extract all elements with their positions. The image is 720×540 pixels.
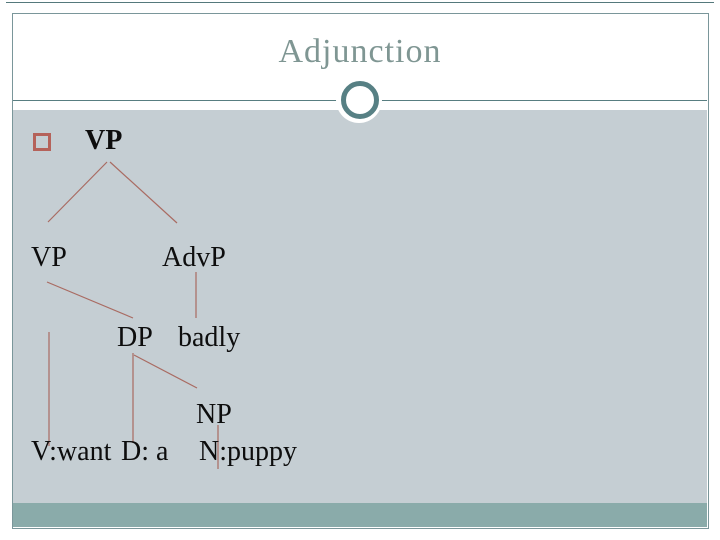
tree-node-vp-root: VP — [85, 125, 123, 156]
slide-content-background — [13, 110, 707, 503]
footer-band — [13, 503, 707, 527]
tree-node-np: NP — [196, 399, 232, 430]
slide-title: Adjunction — [278, 33, 442, 70]
circle-ornament-icon — [341, 81, 379, 119]
tree-node-badly: badly — [178, 322, 241, 353]
tree-node-dp: DP — [117, 322, 153, 353]
tree-node-d-a: D: a — [121, 436, 169, 467]
tree-node-n-puppy: N:puppy — [199, 436, 297, 467]
tree-node-advp: AdvP — [162, 242, 226, 273]
bullet-square-icon — [33, 133, 51, 151]
tree-node-v-want: V:want — [31, 436, 112, 467]
top-hairline — [6, 2, 714, 3]
tree-node-vp-mid: VP — [31, 242, 67, 273]
